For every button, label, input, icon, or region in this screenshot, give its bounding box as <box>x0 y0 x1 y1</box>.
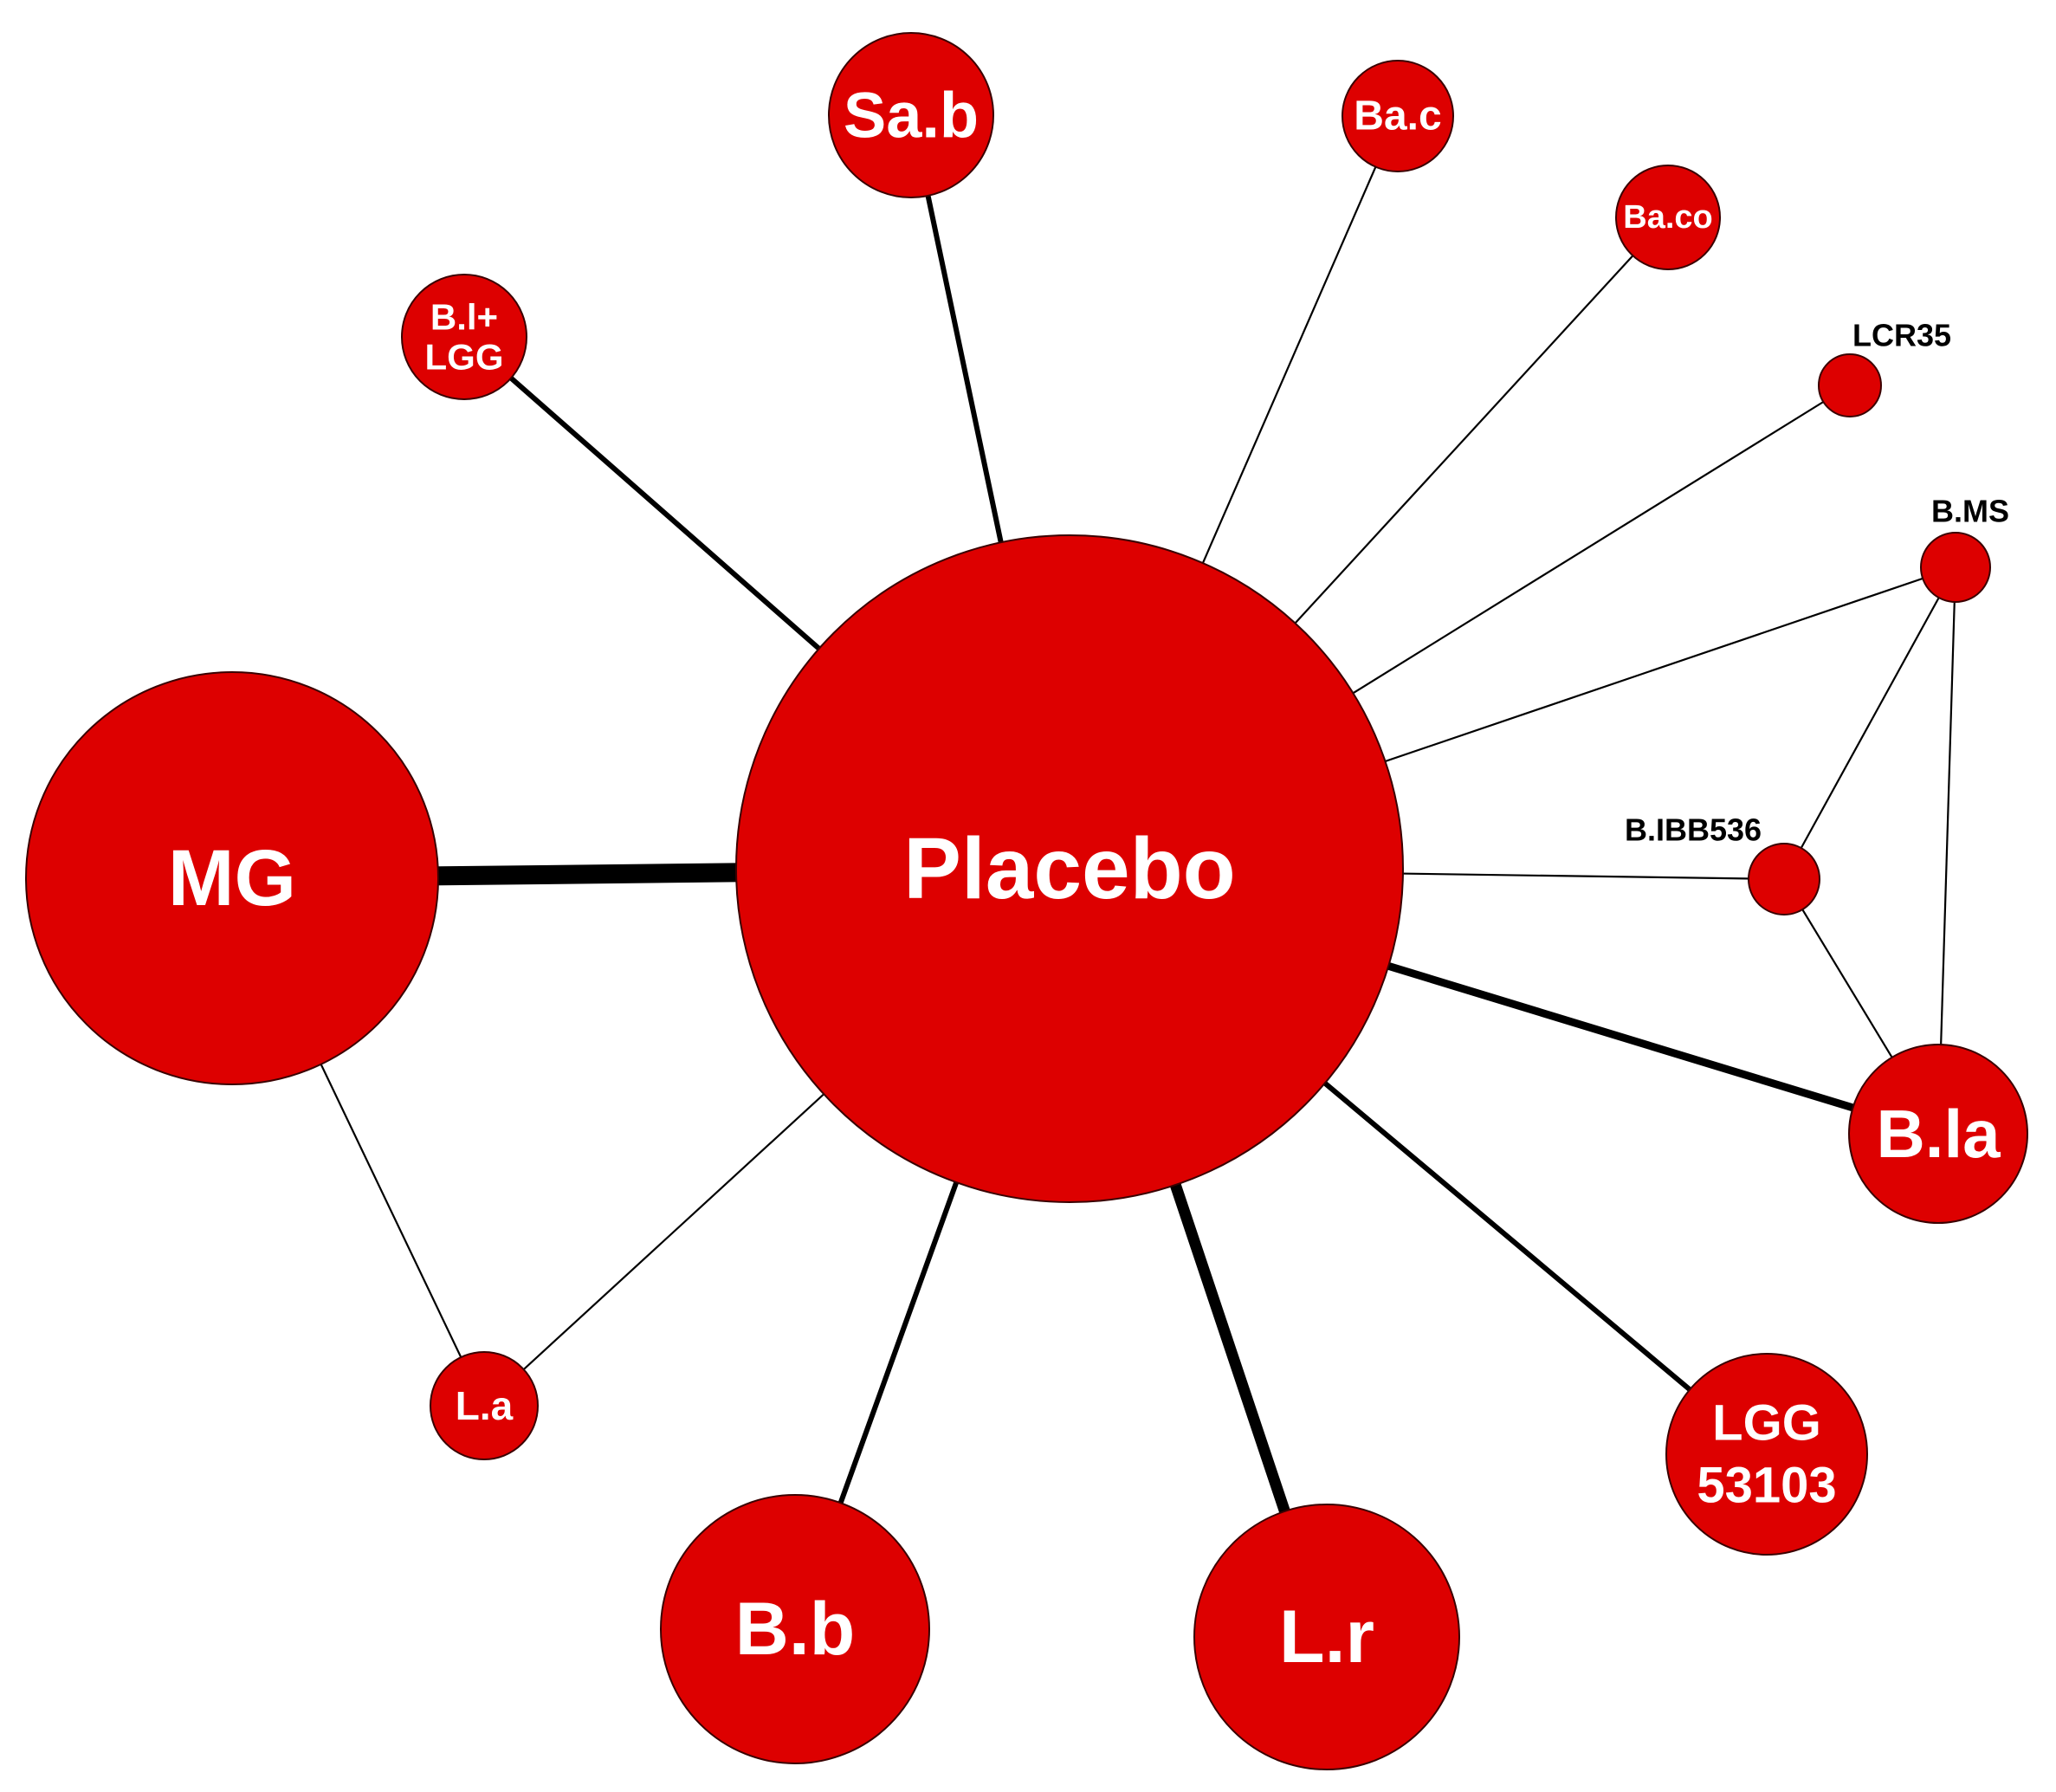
node-bms: B.MS <box>1920 494 2009 603</box>
node-label-bllgg-line-2: LGG <box>425 337 504 378</box>
node-circle-bla <box>1848 1044 2028 1224</box>
node-circle-lcr35 <box>1818 353 1882 417</box>
node-circle-baco <box>1615 165 1721 270</box>
node-circle-bms <box>1920 532 1991 603</box>
node-circle-lgg53103 <box>1665 1353 1868 1556</box>
node-label-baco: Ba.co <box>1623 199 1712 236</box>
node-circle-bllgg <box>401 274 527 400</box>
node-mg: MG <box>25 671 439 1085</box>
node-bibb536: B.IBB536 <box>1625 812 1820 915</box>
node-lgg53103: LGG 53103 <box>1665 1353 1868 1556</box>
node-label-bb: B.b <box>735 1588 856 1671</box>
node-circle-bac <box>1342 60 1454 172</box>
node-bb: B.b <box>660 1494 930 1764</box>
node-label-bla: B.la <box>1876 1096 2001 1172</box>
node-la: L.a <box>430 1351 539 1460</box>
node-bla: B.la <box>1848 1044 2028 1224</box>
node-sab: Sa.b <box>828 32 994 198</box>
node-circle-bibb536 <box>1748 843 1820 915</box>
node-circle-bb <box>660 1494 930 1764</box>
node-label-lgg53103-line-1: LGG <box>1712 1395 1821 1452</box>
node-label-lgg53103-line-2: 53103 <box>1697 1458 1836 1514</box>
node-bllgg: B.l+LGG <box>401 274 527 400</box>
node-circle-lr <box>1193 1504 1460 1770</box>
node-placebo: Placebo <box>735 534 1404 1203</box>
node-circle-sab <box>828 32 994 198</box>
node-bac: Ba.c <box>1342 60 1454 172</box>
edge-bms-bla <box>1936 566 1957 1135</box>
node-label-bibb536: B.IBB536 <box>1625 812 1762 848</box>
node-label-lcr35: LCR35 <box>1852 318 1951 353</box>
node-label-placebo: Placebo <box>903 820 1236 917</box>
node-lcr35: LCR35 <box>1818 318 1951 417</box>
node-label-lr: L.r <box>1279 1595 1374 1679</box>
edge-bms-bibb536 <box>1783 566 1956 880</box>
node-circle-placebo <box>735 534 1404 1203</box>
node-label-bac: Ba.c <box>1354 94 1441 139</box>
node-label-bllgg-line-1: B.l+ <box>430 297 498 338</box>
node-baco: Ba.co <box>1615 165 1721 270</box>
node-circle-la <box>430 1351 539 1460</box>
node-circle-mg <box>25 671 439 1085</box>
node-label-bms: B.MS <box>1931 494 2009 529</box>
node-lr: L.r <box>1193 1504 1460 1770</box>
node-label-mg: MG <box>168 834 296 922</box>
node-label-la: L.a <box>456 1383 514 1428</box>
node-label-sab: Sa.b <box>844 80 979 152</box>
